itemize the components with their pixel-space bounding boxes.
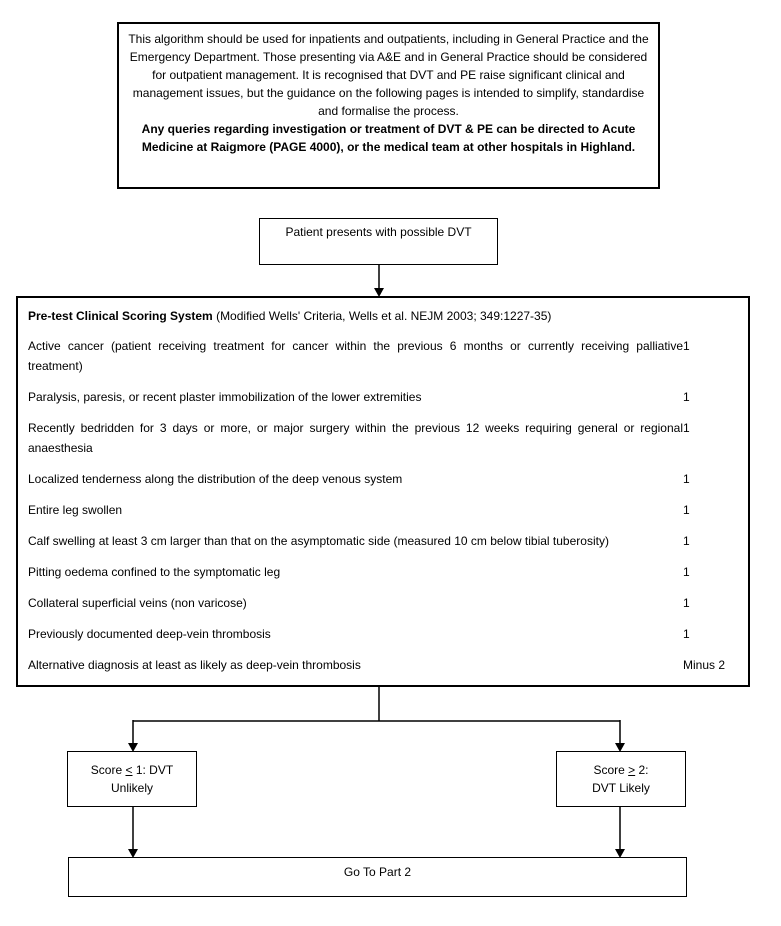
score-row: Entire leg swollen 1 xyxy=(28,500,738,520)
score-row: Calf swelling at least 3 cm larger than … xyxy=(28,531,738,551)
outcome-unlikely-suffix: 1: DVT xyxy=(132,763,174,777)
arrow-unlikely-to-final xyxy=(128,807,138,858)
criterion-text: Localized tenderness along the distribut… xyxy=(28,472,403,486)
outcome-likely-operator: > xyxy=(628,763,636,777)
intro-text: This algorithm should be used for inpati… xyxy=(128,32,649,118)
outcome-likely-suffix: 2: xyxy=(635,763,649,777)
outcome-unlikely-operator: < xyxy=(125,763,133,777)
outcome-box-dvt-unlikely: Score < 1: DVT Unlikely xyxy=(67,751,197,807)
start-box: Patient presents with possible DVT xyxy=(259,218,498,265)
criterion-text: Alternative diagnosis at least as likely… xyxy=(28,658,361,672)
branch-connector xyxy=(133,687,620,722)
criterion-text: Active cancer (patient receiving treatme… xyxy=(28,339,683,373)
outcome-likely-line1: Score > 2: xyxy=(557,761,685,779)
arrow-branch-to-unlikely xyxy=(128,720,138,752)
criterion-text: Collateral superficial veins (non varico… xyxy=(28,596,247,610)
scoring-rows: Active cancer (patient receiving treatme… xyxy=(28,336,738,675)
score-value: 1 xyxy=(683,565,690,579)
score-value: 1 xyxy=(683,472,690,486)
score-row: Paralysis, paresis, or recent plaster im… xyxy=(28,387,738,407)
outcome-likely-line2: DVT Likely xyxy=(592,781,650,795)
scoring-box: Pre-test Clinical Scoring System (Modifi… xyxy=(16,296,750,687)
score-value: 1 xyxy=(683,503,690,517)
score-value: Minus 2 xyxy=(683,658,726,672)
score-row: Collateral superficial veins (non varico… xyxy=(28,593,738,613)
outcome-unlikely-line2: Unlikely xyxy=(110,781,153,795)
score-row: Previously documented deep-vein thrombos… xyxy=(28,624,738,644)
score-value: 1 xyxy=(683,390,690,404)
score-value: 1 xyxy=(683,421,690,435)
intro-box: This algorithm should be used for inpati… xyxy=(117,22,660,189)
intro-bold-text: Any queries regarding investigation or t… xyxy=(141,122,636,154)
score-value: 1 xyxy=(683,534,690,548)
score-row: Localized tenderness along the distribut… xyxy=(28,469,738,489)
final-box: Go To Part 2 xyxy=(68,857,687,897)
arrow-branch-to-likely xyxy=(615,720,625,752)
score-value: 1 xyxy=(683,339,690,353)
criterion-text: Paralysis, paresis, or recent plaster im… xyxy=(28,390,422,404)
score-value: 1 xyxy=(683,596,690,610)
outcome-box-dvt-likely: Score > 2: DVT Likely xyxy=(556,751,686,807)
outcome-unlikely-line1: Score < 1: DVT xyxy=(68,761,196,779)
outcome-likely-prefix: Score xyxy=(593,763,629,777)
arrow-likely-to-final xyxy=(615,807,625,858)
score-row: Alternative diagnosis at least as likely… xyxy=(28,655,738,675)
score-value: 1 xyxy=(683,627,690,641)
start-box-label: Patient presents with possible DVT xyxy=(285,225,472,239)
score-row: Pitting oedema confined to the symptomat… xyxy=(28,562,738,582)
criterion-text: Previously documented deep-vein thrombos… xyxy=(28,627,271,641)
scoring-title: Pre-test Clinical Scoring System (Modifi… xyxy=(28,306,738,326)
score-row: Recently bedridden for 3 days or more, o… xyxy=(28,418,738,458)
scoring-title-bold: Pre-test Clinical Scoring System xyxy=(28,309,213,323)
score-row: Active cancer (patient receiving treatme… xyxy=(28,336,738,376)
scoring-title-reference: (Modified Wells' Criteria, Wells et al. … xyxy=(212,309,552,323)
criterion-text: Recently bedridden for 3 days or more, o… xyxy=(28,421,683,455)
final-box-label: Go To Part 2 xyxy=(343,865,412,879)
arrow-start-to-scoring xyxy=(374,265,384,297)
outcome-unlikely-prefix: Score xyxy=(90,763,126,777)
criterion-text: Entire leg swollen xyxy=(28,503,123,517)
criterion-text: Calf swelling at least 3 cm larger than … xyxy=(28,534,609,548)
criterion-text: Pitting oedema confined to the symptomat… xyxy=(28,565,281,579)
